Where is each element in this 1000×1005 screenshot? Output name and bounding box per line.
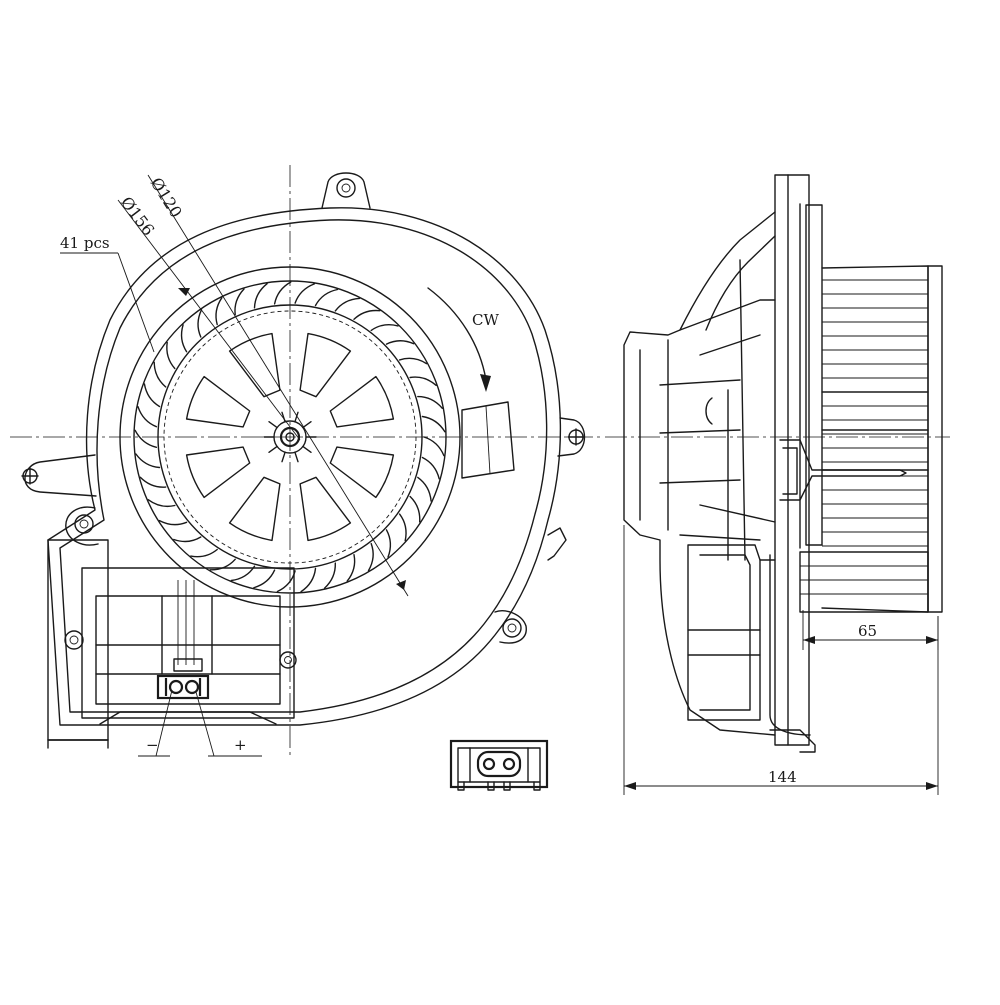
impeller-blade <box>346 554 356 582</box>
impeller-blade <box>153 361 167 388</box>
terminal-polarity-callouts: − + <box>138 689 262 757</box>
impeller-blade <box>417 476 432 502</box>
mount-ear-top <box>321 172 371 209</box>
impeller-blade <box>314 288 339 307</box>
total-depth-label: 144 <box>768 768 797 786</box>
rotation-label: CW <box>472 311 499 329</box>
housing-outer <box>47 207 562 726</box>
impeller-blade <box>143 383 161 408</box>
impeller-blade <box>421 415 446 433</box>
hub-cutout <box>329 375 395 428</box>
impeller-blade <box>323 562 337 589</box>
shaft-spoke <box>302 421 312 429</box>
fan-wheel-side <box>821 265 943 613</box>
impeller-blade <box>215 297 223 326</box>
impeller-blade <box>253 569 276 589</box>
impeller-blade <box>180 324 188 353</box>
mount-hole-top <box>336 178 356 198</box>
connector-housing <box>47 539 297 749</box>
connector-detail-view <box>449 739 549 791</box>
hub-cutout <box>185 375 251 428</box>
impeller-blade <box>334 297 361 312</box>
hub-cutout <box>299 332 352 398</box>
impeller-blade <box>417 395 443 409</box>
clip-right <box>547 527 567 561</box>
impeller-blade <box>398 357 428 365</box>
impeller-blade <box>135 453 161 469</box>
rotation-arrow <box>427 287 487 381</box>
impeller-blade <box>230 565 256 582</box>
retaining-clip <box>779 439 907 501</box>
negative-terminal-label: − <box>146 736 159 754</box>
impeller-blade <box>353 309 381 320</box>
impeller-blades <box>134 281 446 593</box>
impeller-blade <box>423 436 445 457</box>
impeller-blade <box>409 376 437 386</box>
impeller-blade <box>209 558 236 571</box>
shaft-spoke <box>302 445 312 453</box>
impeller-blade <box>190 548 218 558</box>
fan-wheel-lower <box>799 551 929 613</box>
dim-line-120 <box>147 174 409 597</box>
impeller-blade <box>398 513 407 542</box>
motor-depth-label: 65 <box>858 622 877 640</box>
impeller-blade <box>367 542 374 572</box>
depth-dimensions: 65 144 <box>623 525 939 795</box>
impeller-blade <box>294 283 316 304</box>
impeller-blade <box>197 309 203 338</box>
dim-line-156 <box>117 199 301 441</box>
blade-count-label: 41 pcs <box>60 234 110 252</box>
motor-connector-block <box>687 544 816 753</box>
impeller-blade <box>273 281 292 305</box>
shaft-spoke <box>294 451 299 463</box>
blade-count-callout: 41 pcs <box>60 234 155 353</box>
impeller-blade <box>276 570 296 593</box>
shaft-spoke <box>294 411 299 423</box>
screw-head-left <box>21 467 39 485</box>
impeller-blade <box>385 529 392 558</box>
impeller-blade <box>385 340 415 345</box>
mount-ear-left-lower <box>65 506 99 546</box>
impeller-blade <box>166 341 176 370</box>
inner-diameter-label: Ø120 <box>147 174 186 221</box>
impeller-blade <box>253 283 268 309</box>
back-cover <box>623 211 776 736</box>
impeller-blade <box>139 476 167 488</box>
impeller-blade <box>409 495 421 523</box>
impeller-blade <box>158 519 188 526</box>
flange-rim <box>805 204 823 546</box>
side-view <box>623 174 943 753</box>
front-view: CW <box>21 172 586 749</box>
hub-cutout <box>185 446 251 499</box>
impeller-blade <box>421 456 440 480</box>
impeller-blade <box>370 324 399 332</box>
hub-cutout <box>329 446 395 499</box>
impeller-blade <box>137 406 158 428</box>
hub-cutouts <box>185 332 395 542</box>
mount-ear-bottom-right <box>494 610 527 644</box>
impeller-blade <box>234 288 245 316</box>
flange-plate <box>774 174 810 746</box>
hub-cutout <box>299 476 352 542</box>
impeller-blade <box>134 429 158 448</box>
shaft-spoke <box>268 421 278 429</box>
housing-inner-shell <box>59 219 548 713</box>
impeller-blade <box>147 499 176 508</box>
shaft-spoke <box>268 445 278 453</box>
terminal-connector <box>156 674 210 700</box>
hub-cutout <box>228 476 281 542</box>
outlet-deflector <box>461 401 515 479</box>
mount-ear-left-upper <box>24 454 97 497</box>
impeller-blade <box>300 567 317 593</box>
impeller-blade <box>173 536 202 543</box>
outer-diameter-label: Ø156 <box>117 193 158 239</box>
shaft-spoke <box>281 451 286 463</box>
positive-terminal-label: + <box>234 736 247 754</box>
hub-cutout <box>228 332 281 398</box>
